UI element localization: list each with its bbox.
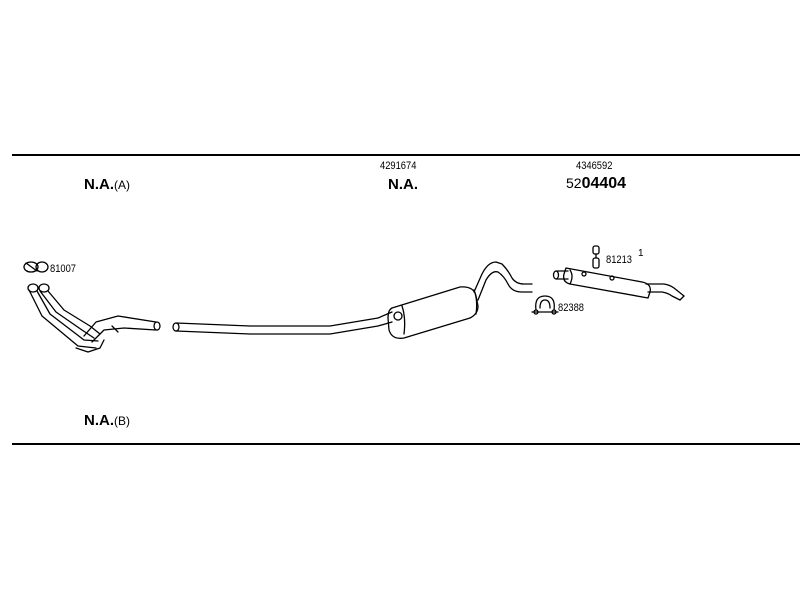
section-b-suffix: (B) bbox=[114, 414, 130, 428]
front-clamp-number: 81007 bbox=[50, 263, 77, 275]
section-b-na: N.A. bbox=[84, 412, 114, 429]
rubber-hanger-qty: 1 bbox=[638, 248, 644, 259]
rear-clamp-number: 82388 bbox=[558, 302, 585, 314]
rubber-hanger-icon bbox=[592, 245, 600, 269]
section-a-label: N.A.(A) bbox=[84, 176, 130, 194]
rear-muffler bbox=[552, 267, 685, 301]
top-rule bbox=[12, 154, 800, 156]
section-b-label: N.A.(B) bbox=[84, 412, 130, 430]
front-clamp-icon bbox=[23, 261, 49, 273]
section-a-suffix: (A) bbox=[114, 178, 130, 192]
rear-muffler-code-label: 5204404 bbox=[566, 175, 626, 193]
rear-clamp-icon bbox=[531, 295, 559, 315]
rear-muffler-prefix: 52 bbox=[566, 175, 582, 191]
rubber-hanger-number: 81213 bbox=[606, 254, 633, 266]
middle-muffler-status: N.A. bbox=[388, 176, 418, 193]
section-a-na: N.A. bbox=[84, 176, 114, 193]
middle-muffler-number: 4291674 bbox=[380, 160, 417, 172]
front-pipe-assembly bbox=[27, 283, 161, 353]
intermediate-pipe bbox=[172, 311, 393, 335]
middle-muffler bbox=[387, 261, 533, 339]
rear-muffler-number: 4346592 bbox=[576, 160, 613, 172]
rear-muffler-code: 04404 bbox=[581, 175, 627, 192]
bottom-rule bbox=[12, 443, 800, 445]
